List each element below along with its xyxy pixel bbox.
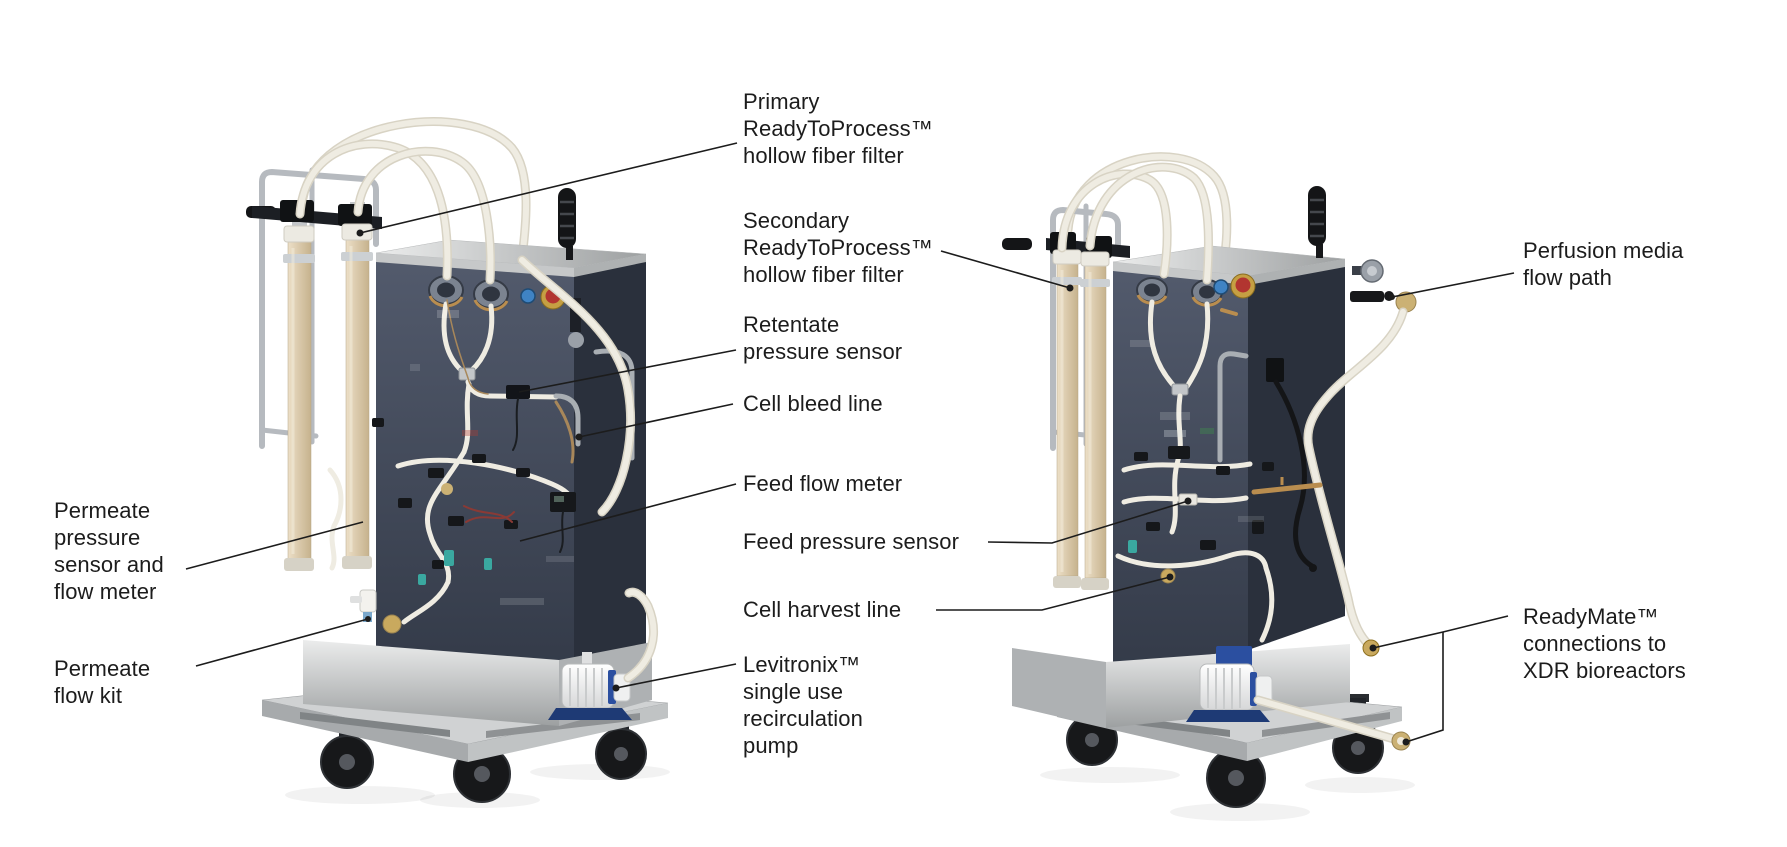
right-amber-pipe [1251, 482, 1323, 495]
leader-readymate-lower [1405, 632, 1444, 743]
label-line: ReadyMate™ [1523, 604, 1659, 629]
leader-retentate-sensor [518, 349, 737, 393]
label-line: Perfusion media [1523, 238, 1684, 263]
label-feed-pressure-sensor: Feed pressure sensor [743, 528, 959, 555]
label-line: hollow fiber filter [743, 143, 904, 168]
label-cell-bleed-line: Cell bleed line [743, 390, 883, 417]
leader-primary-filter [359, 142, 738, 234]
label-line: pressure [54, 525, 141, 550]
label-line: ReadyToProcess™ [743, 235, 933, 260]
left-hollow-fiber-filters [283, 223, 373, 571]
label-primary-filter: Primary ReadyToProcess™ hollow fiber fil… [743, 88, 933, 169]
left-joystick-handle [558, 188, 584, 348]
right-joystick-handle [1308, 186, 1326, 258]
label-readymate-connections: ReadyMate™ connections to XDR bioreactor… [1523, 603, 1686, 684]
left-side-tubing [519, 257, 634, 515]
right-power-button [1213, 279, 1229, 295]
label-line: recirculation [743, 706, 863, 731]
right-panel-stickers [1130, 340, 1264, 522]
label-line: XDR bioreactors [1523, 658, 1686, 683]
leader-cell-bleed-line [578, 403, 734, 438]
right-valve-clamps [1134, 452, 1274, 550]
leader-feed-flow-meter [519, 483, 737, 542]
right-hollow-fiber-filters [1052, 249, 1110, 590]
left-permeate-flow-kit [350, 589, 377, 622]
right-front-tubing [1057, 162, 1275, 643]
label-secondary-filter: Secondary ReadyToProcess™ hollow fiber f… [743, 207, 933, 288]
leader-readymate-upper [1372, 615, 1509, 649]
left-retentate-sensor [506, 385, 530, 451]
label-line: Retentate [743, 312, 840, 337]
label-line: Levitronix™ [743, 652, 861, 677]
label-line: Feed pressure sensor [743, 529, 959, 554]
right-flow-sensor [1168, 446, 1190, 459]
label-line: flow path [1523, 265, 1612, 290]
label-line: pump [743, 733, 799, 758]
leader-perfusion-media [1391, 272, 1515, 298]
left-beige-fitting [382, 614, 402, 634]
leader-levitronix-pump [615, 663, 737, 689]
left-panel-stickers [410, 310, 574, 605]
label-line: Primary [743, 89, 820, 114]
label-line: ReadyToProcess™ [743, 116, 933, 141]
label-line: pressure sensor [743, 339, 903, 364]
label-line: flow kit [54, 683, 123, 708]
leader-permeate-sensor [185, 521, 364, 570]
label-cell-harvest-line: Cell harvest line [743, 596, 901, 623]
label-feed-flow-meter: Feed flow meter [743, 470, 902, 497]
label-line: Permeate [54, 498, 151, 523]
label-line: Cell bleed line [743, 391, 883, 416]
label-line: Secondary [743, 208, 850, 233]
leader-secondary-filter [940, 250, 1071, 289]
leader-permeate-flow-kit [195, 618, 369, 667]
left-valve-clamps [372, 418, 530, 569]
right-cabinet [1112, 245, 1346, 666]
left-feed-flow-meter [550, 492, 576, 553]
label-permeate-sensor: Permeate pressure sensor and flow meter [54, 497, 164, 605]
right-recirculation-pump [1186, 646, 1399, 744]
right-readymate-connector-lower [1391, 731, 1411, 751]
left-machine [246, 117, 670, 808]
right-machine [1002, 152, 1417, 821]
label-line: Cell harvest line [743, 597, 902, 622]
leader-lines [185, 142, 1515, 746]
label-retentate-sensor: Retentate pressure sensor [743, 311, 902, 365]
right-side-gauge [1352, 259, 1384, 283]
label-permeate-flow-kit: Permeate flow kit [54, 655, 150, 709]
right-power-cable [1266, 358, 1317, 572]
left-power-button [520, 288, 536, 304]
label-levitronix-pump: Levitronix™ single use recirculation pum… [743, 651, 863, 759]
label-line: hollow fiber filter [743, 262, 904, 287]
leader-cell-harvest-line [936, 576, 1171, 611]
label-perfusion-media: Perfusion media flow path [1523, 237, 1683, 291]
label-line: Permeate [54, 656, 151, 681]
left-side-rail [593, 348, 635, 461]
left-front-tubing [295, 139, 581, 625]
right-perfusion-tube [1305, 309, 1406, 650]
left-cell-bleed-tube [554, 400, 575, 464]
left-recirculation-pump [548, 587, 659, 720]
label-line: single use [743, 679, 844, 704]
label-line: Feed flow meter [743, 471, 903, 496]
label-line: flow meter [54, 579, 157, 604]
label-line: connections to [1523, 631, 1667, 656]
right-side-rail [1217, 351, 1249, 463]
leader-feed-pressure-sensor [987, 500, 1189, 544]
right-estop-button [1230, 273, 1256, 299]
label-line: sensor and [54, 552, 164, 577]
